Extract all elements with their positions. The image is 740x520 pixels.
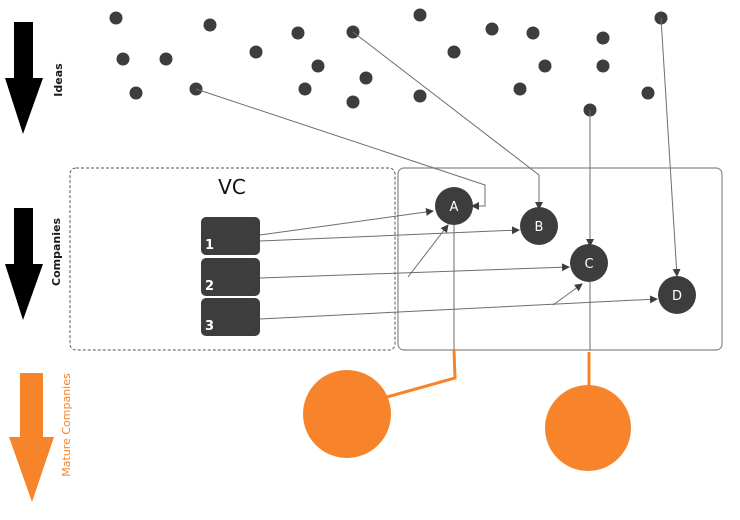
mature-connections	[386, 349, 591, 399]
fund-label: 2	[205, 279, 214, 294]
edge-fund-1-to-A	[259, 207, 434, 236]
idea-dot	[485, 22, 499, 36]
idea-dot	[641, 86, 655, 100]
idea-dot	[249, 45, 263, 59]
idea-dot	[413, 8, 427, 22]
fund-label: 3	[205, 319, 214, 334]
vc-title: VC	[218, 175, 246, 199]
edge-idea-to-A	[195, 88, 486, 210]
idea-dot	[538, 59, 552, 73]
vc-fund-3[interactable]: 3	[201, 298, 260, 336]
company-label: B	[535, 220, 544, 235]
idea-dot	[413, 89, 427, 103]
company-node-C[interactable]: C	[570, 244, 608, 282]
company-node-D[interactable]: D	[658, 276, 696, 314]
stage-label-companies: Companies	[50, 218, 63, 286]
idea-dot	[291, 26, 305, 40]
mature-stage-arrow: Mature Companies	[9, 373, 73, 502]
ideas-stage-arrow: Ideas	[5, 22, 65, 134]
edge-fund-2-to-C	[259, 263, 570, 279]
idea-dot	[526, 26, 540, 40]
down-arrow-icon	[5, 22, 43, 134]
companies-box	[397, 167, 723, 351]
idea-dot	[311, 59, 325, 73]
edge-A-to-mature	[386, 349, 457, 399]
idea-dot	[116, 52, 130, 66]
stage-label-ideas: Ideas	[52, 63, 65, 97]
idea-dot	[203, 18, 217, 32]
idea-dot	[596, 31, 610, 45]
idea-dot	[513, 82, 527, 96]
vc-fund-2[interactable]: 2	[201, 258, 260, 296]
idea-dot	[447, 45, 461, 59]
edge-fund-1-to-B	[259, 226, 520, 242]
idea-dot	[298, 82, 312, 96]
vc-box	[69, 167, 396, 351]
company-node-A[interactable]: A	[435, 187, 473, 225]
vc-fund-1[interactable]: 1	[201, 217, 260, 255]
idea-dot	[596, 59, 610, 73]
ideas-cloud	[109, 8, 668, 117]
edges	[195, 17, 681, 350]
company-node-B[interactable]: B	[520, 207, 558, 245]
down-arrow-icon	[5, 208, 43, 320]
idea-dot	[159, 52, 173, 66]
edge-idea-to-B	[352, 31, 543, 210]
mature-company-from-C	[545, 385, 631, 471]
idea-dot	[346, 25, 360, 39]
edge-fund-3-to-C	[552, 283, 583, 306]
idea-dot	[129, 86, 143, 100]
companies-stage-arrow: Companies	[5, 208, 63, 320]
idea-dot	[109, 11, 123, 25]
company-label: A	[450, 200, 459, 215]
company-label: D	[672, 289, 682, 304]
company-label: C	[584, 257, 593, 272]
fund-label: 1	[205, 238, 214, 253]
idea-dot	[346, 95, 360, 109]
idea-dot	[359, 71, 373, 85]
mature-company-from-A	[303, 370, 391, 458]
edge-fund-3-to-D	[259, 295, 658, 320]
edge-idea-to-D	[660, 17, 681, 277]
stage-label-mature-companies: Mature Companies	[60, 373, 73, 477]
down-arrow-icon	[9, 373, 54, 502]
edge-fund-2-to-A	[407, 224, 449, 278]
